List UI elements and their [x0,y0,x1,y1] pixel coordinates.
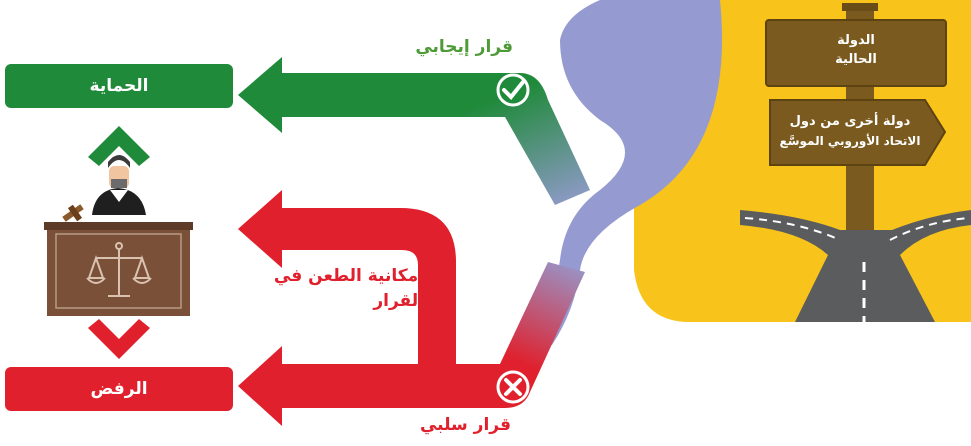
protection-label: الحماية [89,76,149,96]
red-appeal-loop [268,208,456,366]
lavender-flow [525,0,723,345]
rejection-box [5,367,233,411]
red-arrowhead-bottom [238,346,282,426]
sign-current-state [765,19,947,87]
podium-top [44,222,193,230]
rejection-label: الرفض [90,379,148,399]
road-markings-right [889,217,969,241]
road-markings-left [744,217,841,241]
judge-icon [92,155,146,215]
appeal-label-line2: القرار [373,291,424,311]
green-arrow-shaft [268,73,590,205]
podium-panel [55,233,182,309]
sign-current-line1: الدولة [837,33,875,48]
red-arrow-shaft [268,262,585,408]
protection-box [5,64,233,108]
negative-decision-label: قرار سلبي [419,415,511,435]
sign-current-line2: الحالية [835,52,877,67]
positive-decision-label: قرار إيجابي [415,37,513,57]
sign-other-line2: الاتحاد الأوروبي الموسَّع [779,134,921,148]
red-arrowhead-top [238,190,282,268]
road [740,210,971,322]
appeal-label-line1: إمكانية الطعن في [273,266,424,286]
gavel-icon [62,204,84,222]
signpost-top [842,3,878,11]
green-arrowhead [238,57,282,133]
sign-other-state [769,99,947,166]
green-chevron-up [88,126,150,166]
cross-icon [496,370,530,404]
check-icon [496,73,530,107]
sign-other-line1: دولة أخرى من دول [789,114,911,129]
red-chevron-down [88,319,150,359]
scales-icon [86,242,152,297]
